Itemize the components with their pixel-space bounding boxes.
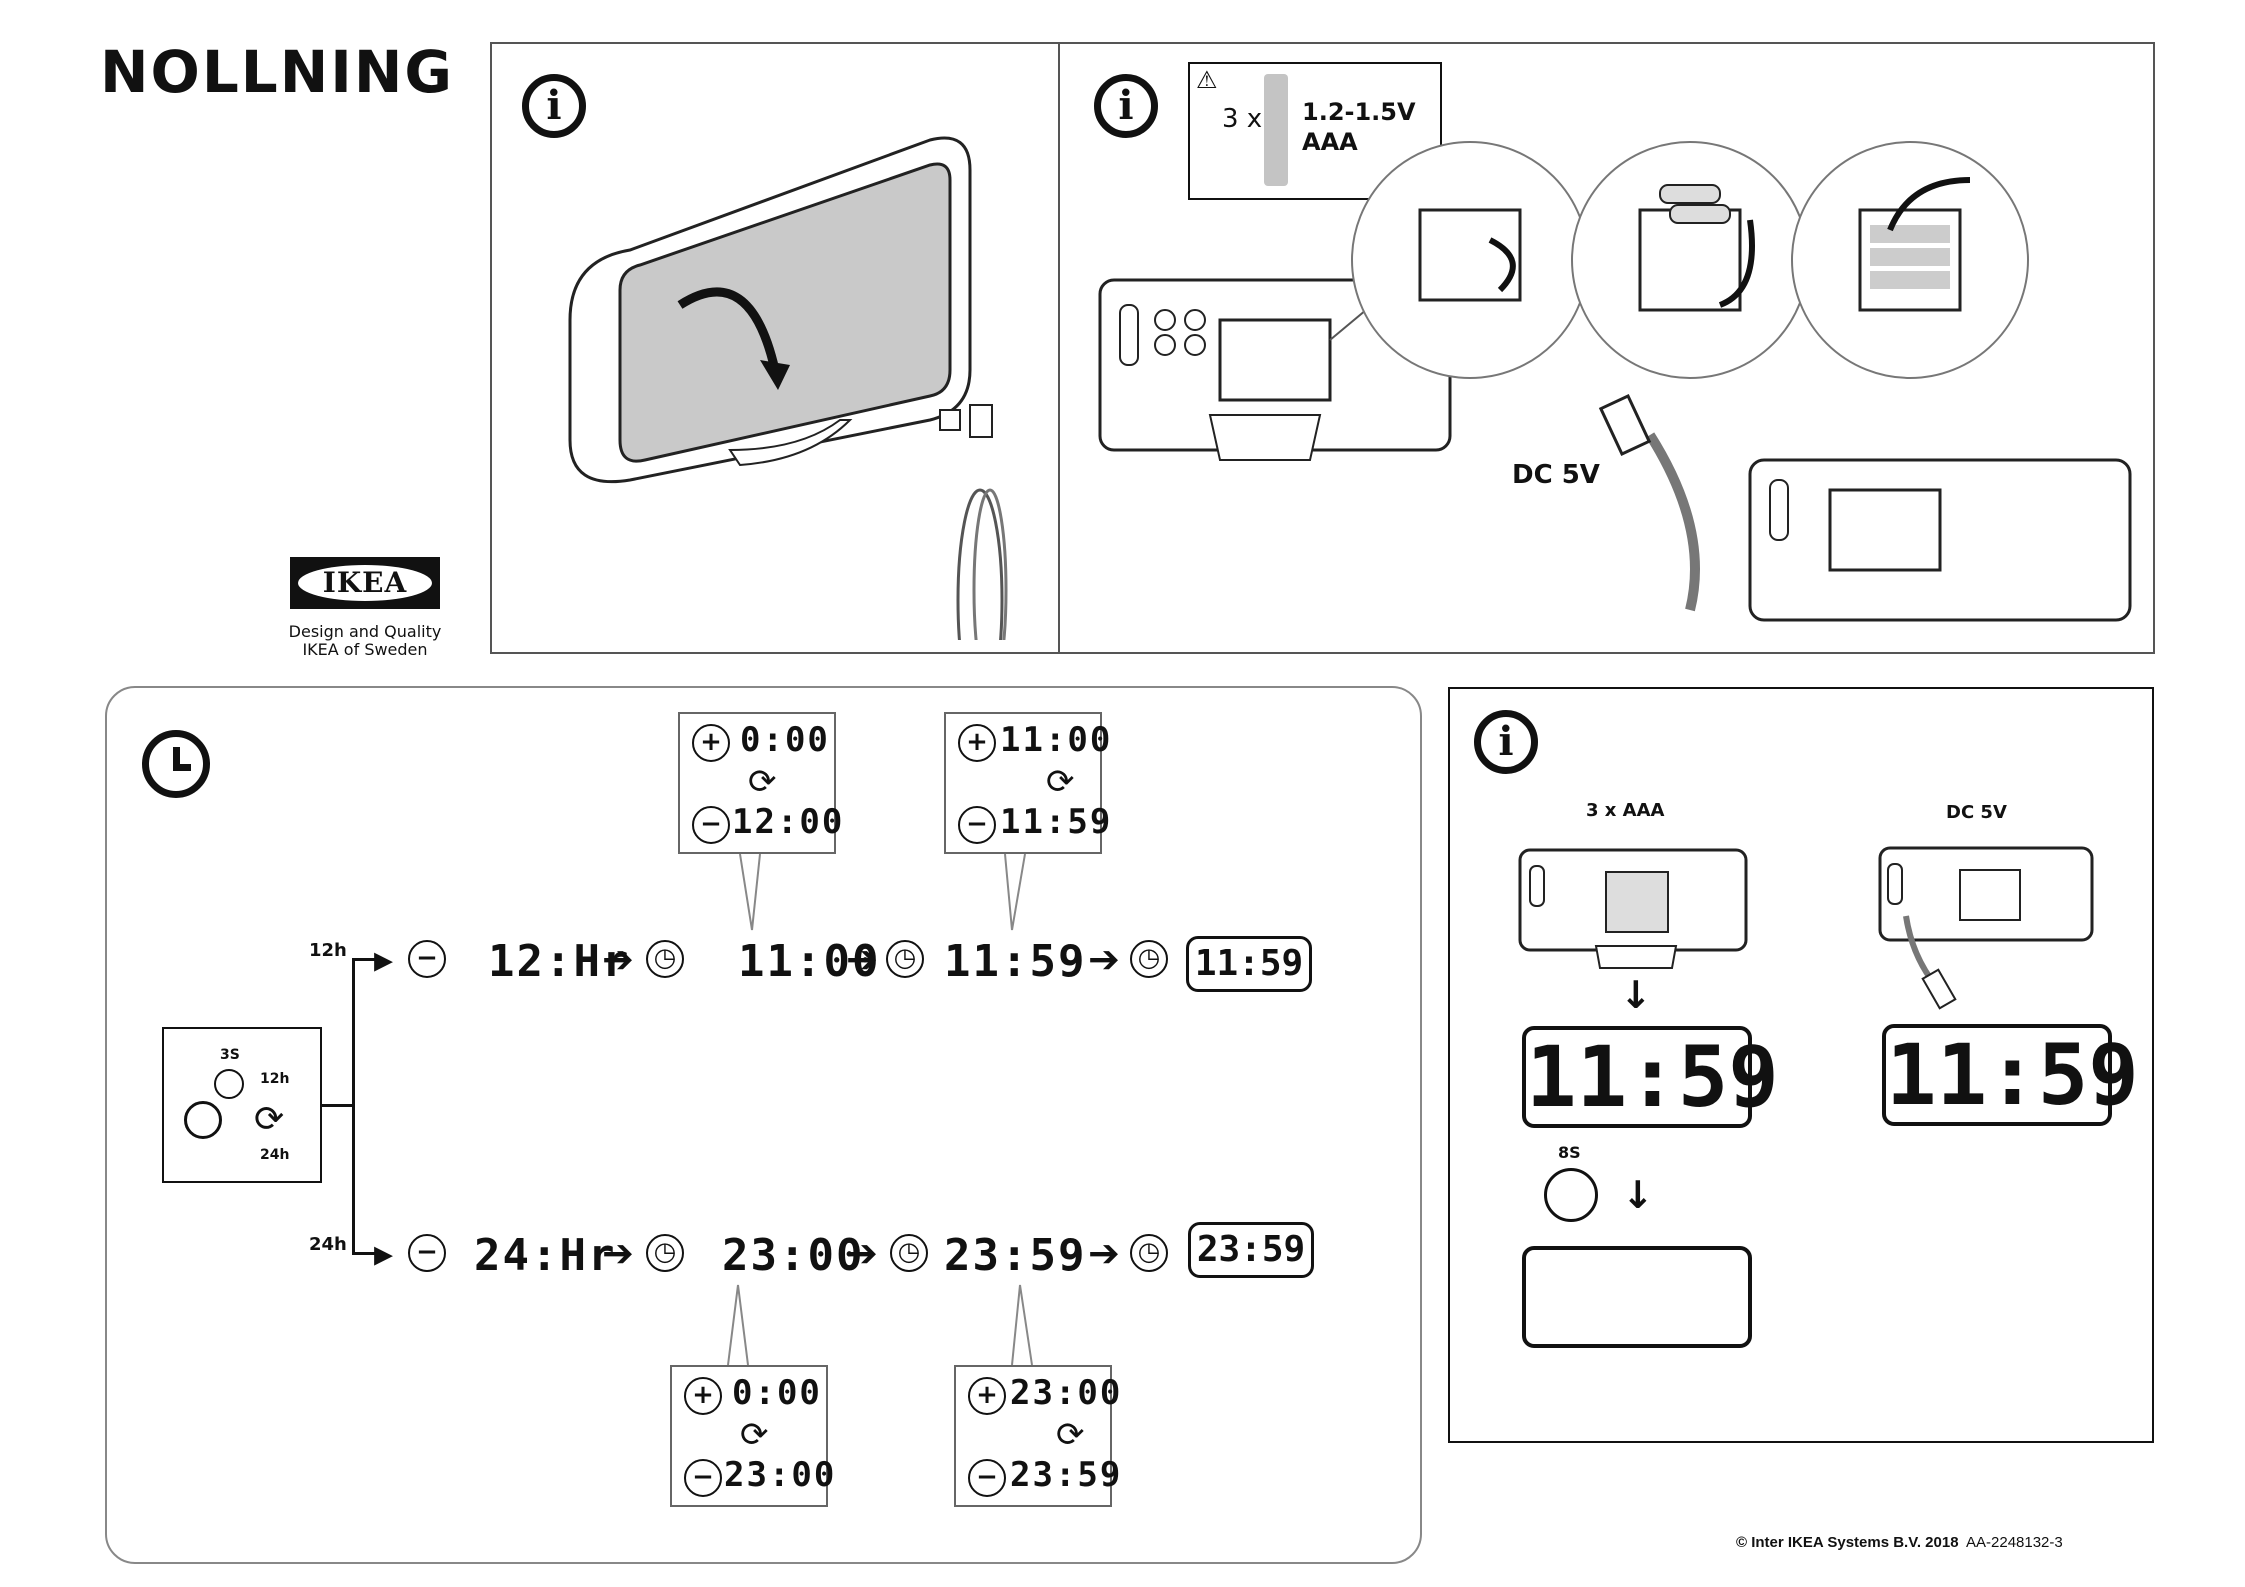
branch-line xyxy=(352,958,355,1254)
top-info-panel xyxy=(490,42,2155,654)
clock-button-icon xyxy=(184,1101,222,1139)
cycle-icon: ⟳ xyxy=(1046,762,1075,802)
display-24h-step1: 24:Hr xyxy=(474,1230,617,1281)
battery-power-label: 3 x AAA xyxy=(1586,800,1665,821)
timer-icon xyxy=(1544,1168,1598,1222)
display-12h-step1: 12:Hr xyxy=(488,936,631,987)
tagline-origin: IKEA of Sweden xyxy=(302,640,428,659)
clock-button-icon: ◷ xyxy=(886,940,924,978)
arrow-right-icon: ➔ xyxy=(846,1231,878,1275)
minus-button-icon: − xyxy=(968,1459,1006,1497)
minus-button-icon: − xyxy=(692,806,730,844)
battery-icon xyxy=(1264,74,1288,186)
display-24h-step3: 23:59 xyxy=(944,1230,1087,1281)
timer-icon xyxy=(214,1069,244,1099)
row-24h-label: 24h xyxy=(309,1234,347,1255)
mode-select-box: 3S 12h ⟳ 24h xyxy=(162,1027,322,1183)
info-icon: i xyxy=(522,74,586,138)
branch-line xyxy=(352,1252,382,1255)
hour-popup-bottom: 12:00 xyxy=(732,802,845,842)
cycle-icon: ⟳ xyxy=(740,1415,769,1455)
display-12h-step2: 11:00 xyxy=(738,936,881,987)
clock-button-icon: ◷ xyxy=(1130,1234,1168,1272)
minute-popup-top: 11:00 xyxy=(1000,720,1113,760)
copyright: © Inter IKEA Systems B.V. 2018 xyxy=(1736,1534,1959,1551)
battery-type: AAA xyxy=(1302,128,1358,156)
branch-line xyxy=(352,958,382,961)
page-title: NOLLNING xyxy=(100,38,455,106)
clock-unboxing-illustration xyxy=(568,136,1008,640)
arrow-down-icon: ↓ xyxy=(1620,973,1652,1017)
mode-12h-label: 12h xyxy=(260,1071,290,1087)
article-code: AA-2248132-3 xyxy=(1966,1534,2063,1551)
arrow-right-icon: ➔ xyxy=(602,937,634,981)
dc-power-label: DC 5V xyxy=(1512,460,1600,490)
hour-popup-bottom: 23:00 xyxy=(724,1455,837,1495)
arrow-right-icon: ➔ xyxy=(602,1231,634,1275)
clock-setup-panel xyxy=(105,686,1422,1564)
battery-voltage: 1.2-1.5V xyxy=(1302,98,1416,126)
ikea-logo: IKEA xyxy=(290,557,440,609)
minus-button-icon: − xyxy=(958,806,996,844)
mode-24h-label: 24h xyxy=(260,1147,290,1163)
hold-time-label: 3S xyxy=(220,1047,240,1063)
minute-adjust-popup-12h: + 11:00 ⟳ − 11:59 xyxy=(944,712,1110,854)
clock-button-icon: ◷ xyxy=(646,1234,684,1272)
hour-adjust-popup-12h: + 0:00 ⟳ − 12:00 xyxy=(678,712,842,854)
hour-adjust-popup-24h: + 0:00 ⟳ − 23:00 xyxy=(670,1365,834,1507)
minute-popup-bottom: 11:59 xyxy=(1000,802,1113,842)
battery-quantity: 3 x xyxy=(1222,104,1263,134)
plus-button-icon: + xyxy=(684,1377,722,1415)
cycle-icon: ⟳ xyxy=(748,762,777,802)
arrow-right-icon: ➔ xyxy=(1088,937,1120,981)
plus-button-icon: + xyxy=(968,1377,1006,1415)
display-12h-final: 11:59 xyxy=(1186,936,1312,992)
panel-divider xyxy=(1058,42,1060,654)
dc-mode-display: 11:59 xyxy=(1882,1024,2139,1126)
arrow-right-icon: ▸ xyxy=(374,937,394,981)
clock-button-icon: ◷ xyxy=(1130,940,1168,978)
clock-button-icon: ◷ xyxy=(890,1234,928,1272)
timeout-label: 8S xyxy=(1558,1143,1581,1162)
clock-button-icon: ◷ xyxy=(646,940,684,978)
arrow-right-icon: ▸ xyxy=(374,1231,394,1275)
display-24h-final: 23:59 xyxy=(1188,1222,1314,1278)
minute-popup-top: 23:00 xyxy=(1010,1373,1123,1413)
logo-text: IKEA xyxy=(298,565,432,601)
plus-button-icon: + xyxy=(958,724,996,762)
clock-icon xyxy=(142,730,210,798)
arrow-right-icon: ➔ xyxy=(846,937,878,981)
hour-popup-top: 0:00 xyxy=(740,720,830,760)
cycle-icon: ⟳ xyxy=(1056,1415,1085,1455)
toggle-cycle-icon: ⟳ xyxy=(254,1099,285,1140)
tagline-design: Design and Quality xyxy=(288,622,442,641)
minute-popup-bottom: 23:59 xyxy=(1010,1455,1123,1495)
arrow-down-icon: ↓ xyxy=(1622,1173,1654,1217)
plus-button-icon: + xyxy=(692,724,730,762)
power-info-panel xyxy=(1448,687,2154,1443)
info-icon: i xyxy=(1094,74,1158,138)
minus-button-icon: − xyxy=(408,940,446,978)
display-24h-step2: 23:00 xyxy=(722,1230,865,1281)
minus-button-icon: − xyxy=(684,1459,722,1497)
minute-adjust-popup-24h: + 23:00 ⟳ − 23:59 xyxy=(954,1365,1120,1507)
battery-install-illustration xyxy=(1098,141,2132,622)
row-12h-label: 12h xyxy=(309,940,347,961)
info-icon: i xyxy=(1474,710,1538,774)
warning-triangle-icon: ⚠ xyxy=(1196,66,1218,94)
power-source-illustrations xyxy=(1518,846,2094,1010)
battery-mode-display: 11:59 xyxy=(1522,1026,1779,1128)
minus-button-icon: − xyxy=(408,1234,446,1272)
display-12h-step3: 11:59 xyxy=(944,936,1087,987)
hour-popup-top: 0:00 xyxy=(732,1373,822,1413)
dc-power-label: DC 5V xyxy=(1946,802,2007,823)
arrow-right-icon: ➔ xyxy=(1088,1231,1120,1275)
branch-line xyxy=(322,1104,352,1107)
battery-spec-box: ⚠ 3 x 1.2-1.5V AAA xyxy=(1188,62,1442,200)
display-off xyxy=(1522,1246,1752,1348)
